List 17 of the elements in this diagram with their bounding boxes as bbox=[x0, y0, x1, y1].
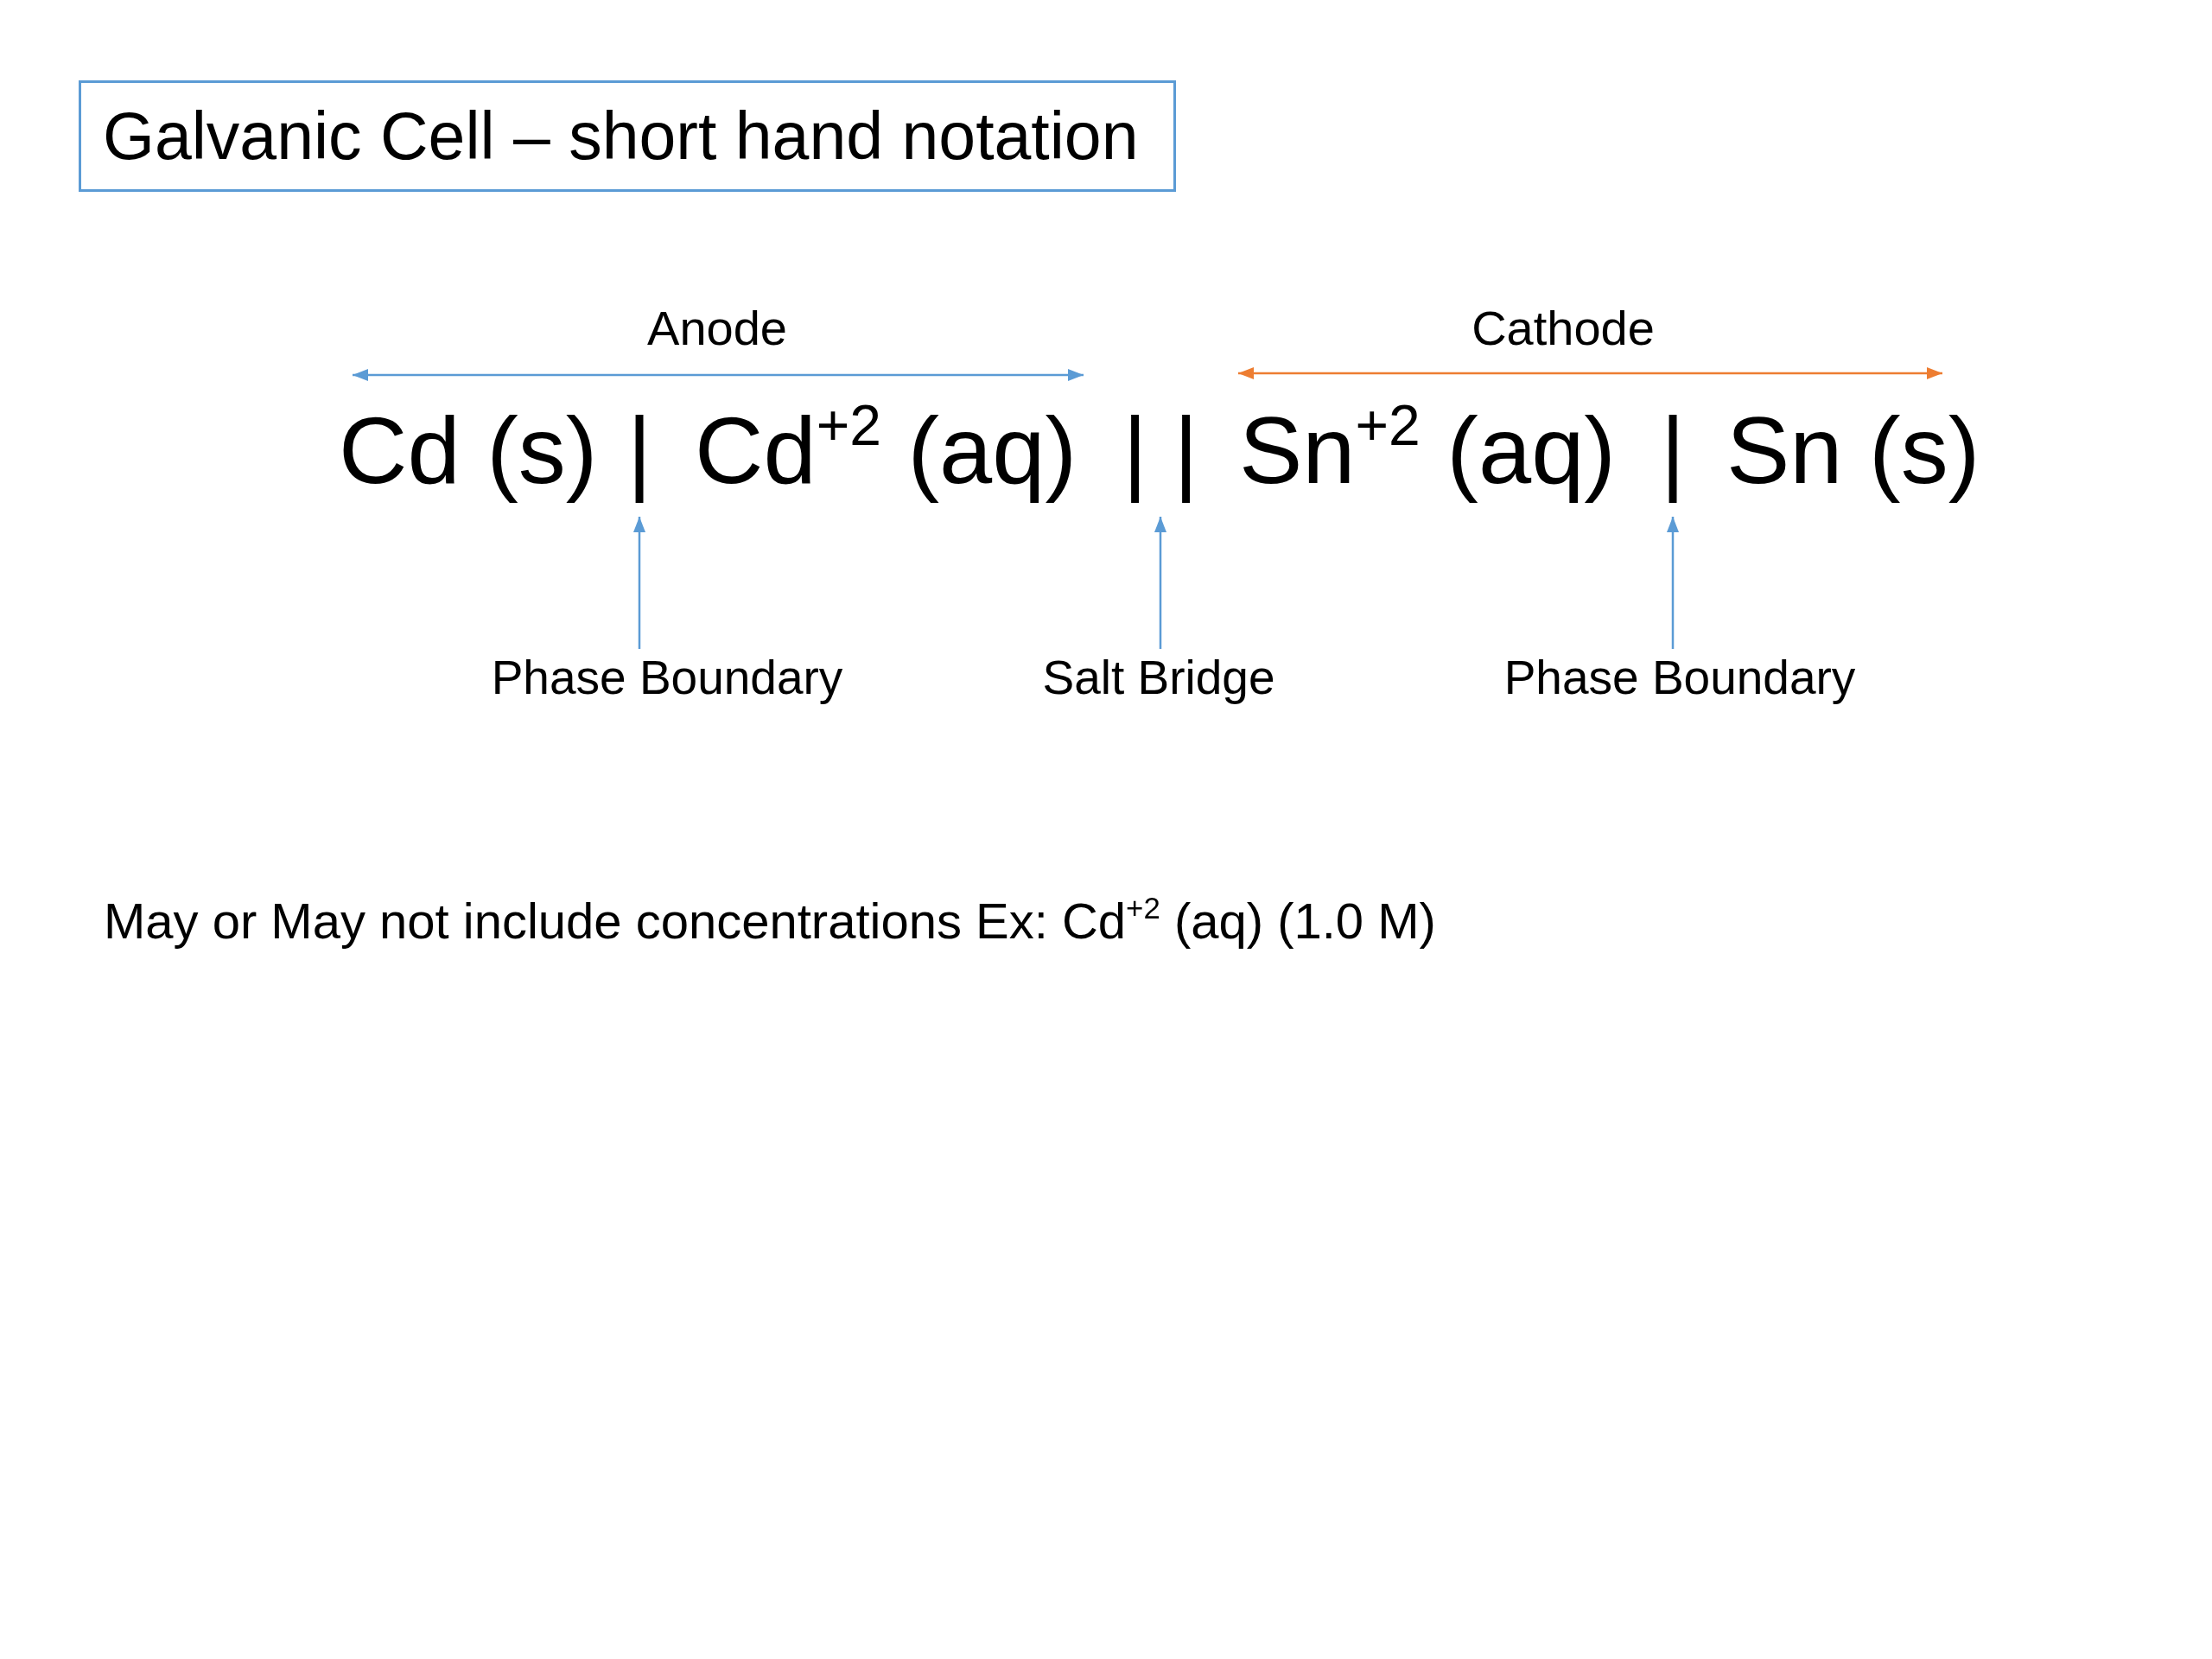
notation-text: Cd$^{+2}$ (aq) bbox=[695, 392, 1077, 505]
notation-text: Cd (s) bbox=[339, 396, 598, 505]
note-text: May or May not include concentrations Ex: Cd$^{+2}$ (aq) (1.0 M) bbox=[104, 891, 1436, 950]
leader-arrow bbox=[1667, 517, 1679, 649]
leader-arrow bbox=[1154, 517, 1166, 649]
separator-text: | bbox=[626, 384, 652, 517]
title-heading: Galvanic Cell – short hand notation bbox=[79, 80, 1176, 192]
callout-label: Phase Boundary bbox=[491, 649, 843, 706]
leader-arrow bbox=[633, 517, 645, 649]
callout-label: Salt Bridge bbox=[1042, 649, 1275, 706]
section-label: Cathode bbox=[1471, 300, 1655, 357]
section-label: Anode bbox=[647, 300, 787, 357]
separator-text: | bbox=[1660, 384, 1686, 517]
callout-label: Phase Boundary bbox=[1503, 649, 1856, 706]
separator-text: | | bbox=[1122, 384, 1198, 517]
notation-text: Sn (s) bbox=[1726, 396, 1980, 505]
notation-text: Sn$^{+2}$ (aq) bbox=[1239, 392, 1616, 505]
